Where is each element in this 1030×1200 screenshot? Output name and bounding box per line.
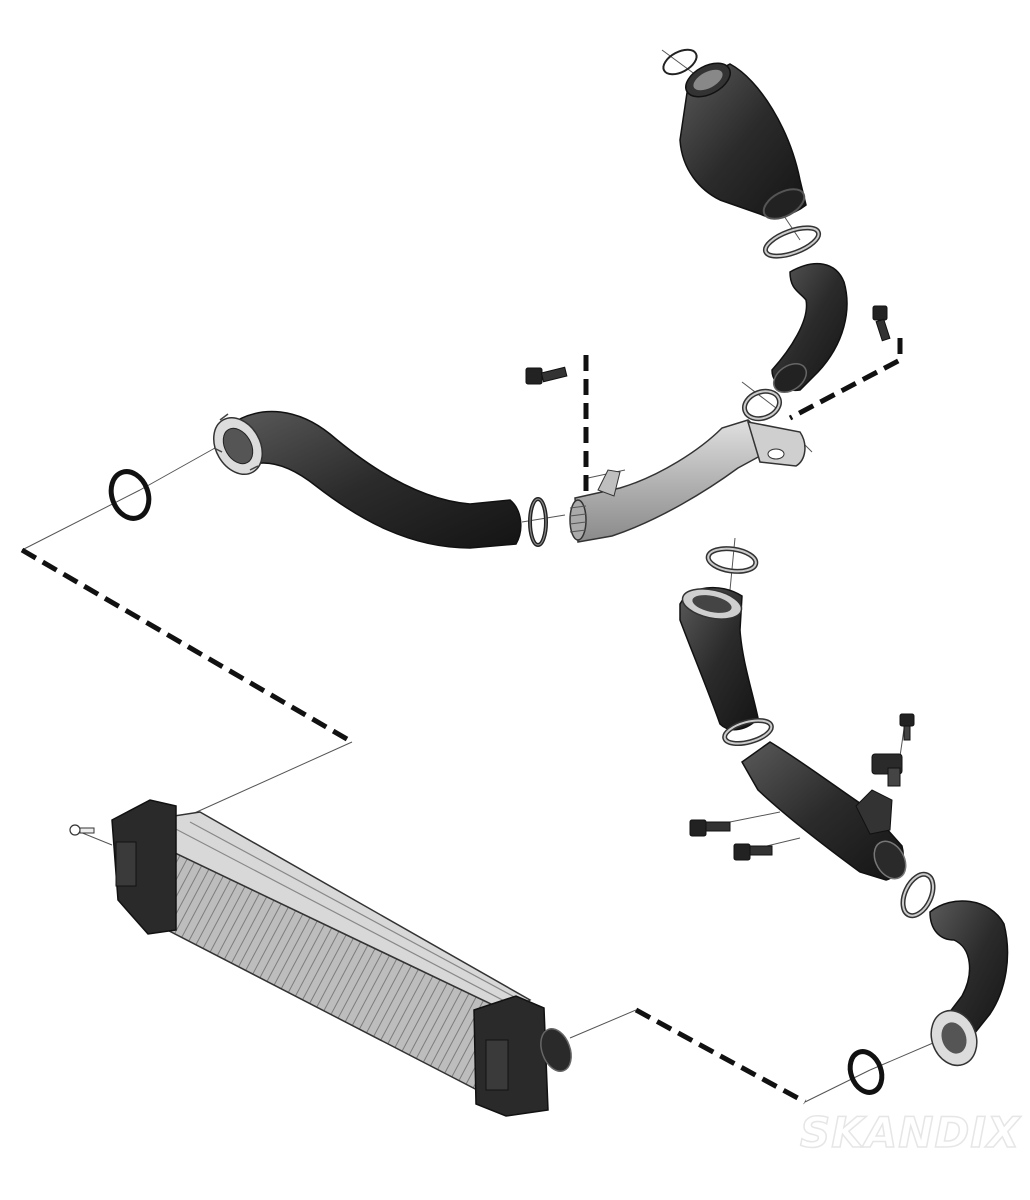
metal-charge-pipe [569, 419, 806, 543]
pipe-bolt-a [689, 819, 731, 837]
watermark: SKANDIX [799, 1107, 1021, 1158]
intercooler [111, 799, 572, 1117]
lower-top-clamp [705, 546, 759, 574]
sensor-bolt [899, 713, 915, 741]
pressure-sensor [871, 753, 903, 787]
pipe-clamp [742, 388, 782, 422]
lower-clamp [900, 871, 936, 919]
long-charge-hose [213, 410, 522, 549]
upper-right-bolt [872, 305, 891, 342]
lower-upper-hose [679, 586, 759, 731]
dashed-leaders [20, 338, 903, 1105]
lower-mid-clamp [722, 718, 774, 746]
pipe-o-ring [528, 497, 548, 547]
right-o-ring [847, 1049, 885, 1095]
upper-left-bolt [525, 366, 568, 385]
throttle-intake-elbow [662, 48, 807, 220]
intercooler-screw [69, 824, 95, 836]
pipe-bolt-b [733, 843, 773, 861]
upper-short-hose [771, 263, 848, 394]
upper-hose-clamp [762, 225, 822, 259]
sensor-pipe [741, 741, 907, 881]
left-o-ring [108, 469, 152, 521]
lower-elbow-hose [929, 900, 1009, 1067]
